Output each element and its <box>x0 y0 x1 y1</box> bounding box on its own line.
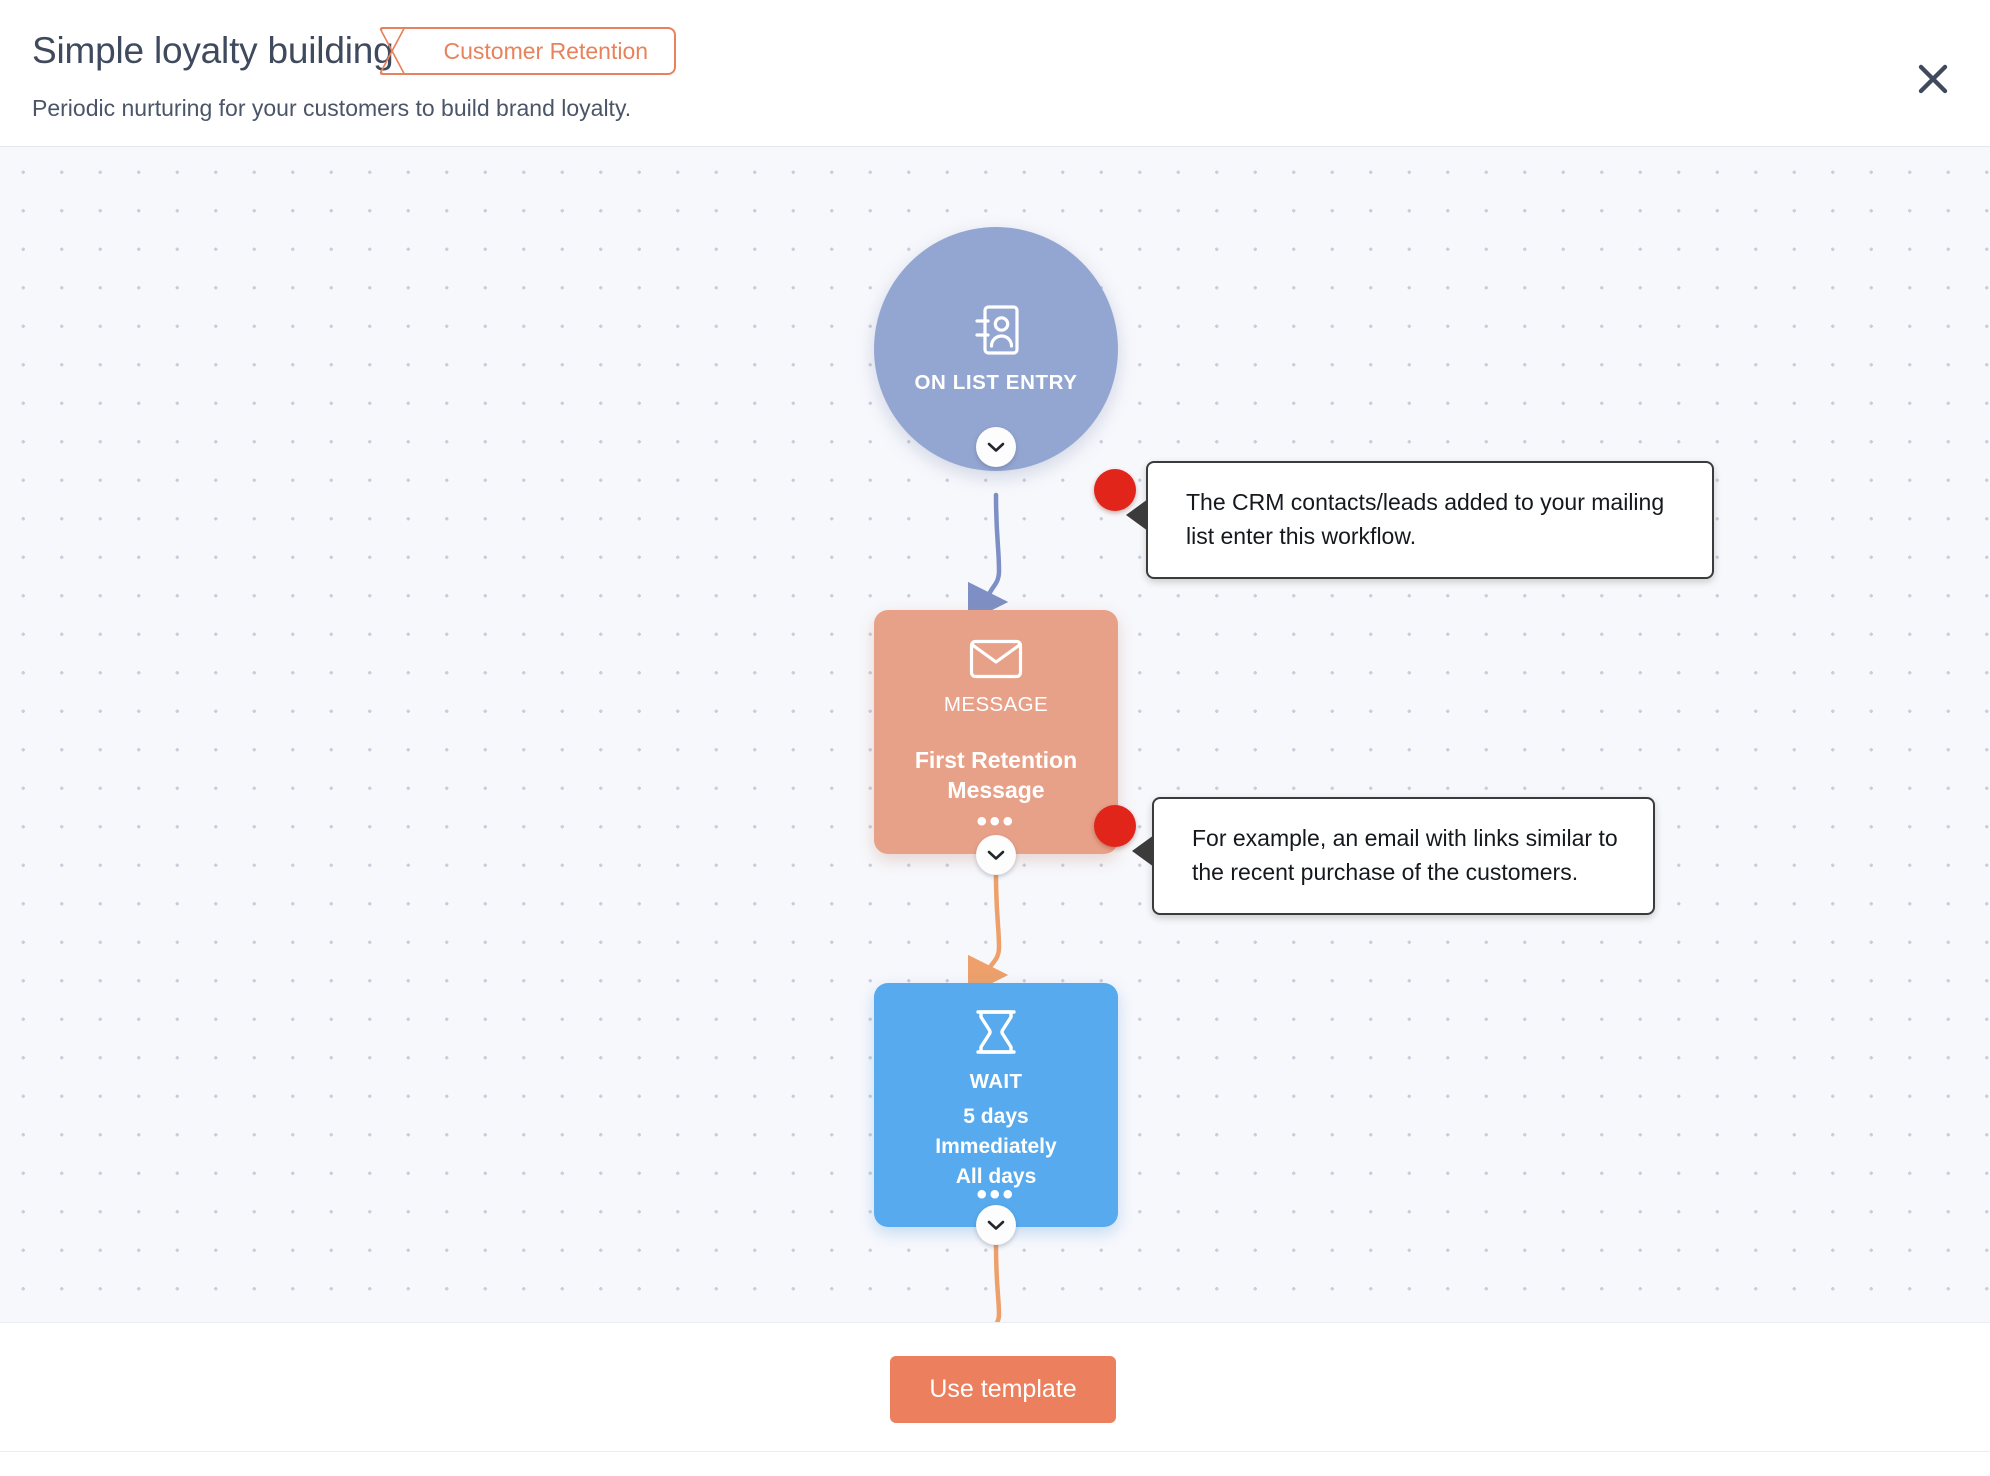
callout-message: For example, an email with links similar… <box>1132 797 1655 915</box>
modal-footer: Use template <box>0 1322 1990 1476</box>
chevron-down-icon <box>987 849 1005 861</box>
connector-trigger-message <box>967 492 1009 623</box>
page-title: Simple loyalty building <box>32 30 394 71</box>
close-icon <box>1913 59 1953 99</box>
callout-text: For example, an email with links similar… <box>1192 825 1618 885</box>
expand-handle-message[interactable] <box>976 835 1016 875</box>
hot-dot-message[interactable] <box>1094 805 1136 847</box>
expand-handle-trigger[interactable] <box>976 427 1016 467</box>
expand-handle-wait[interactable] <box>976 1205 1016 1245</box>
node-detail-duration: 5 days <box>963 1105 1029 1128</box>
title-row: Simple loyalty building Customer Retenti… <box>32 27 677 75</box>
use-template-button[interactable]: Use template <box>890 1356 1116 1423</box>
node-detail-timing: Immediately <box>935 1135 1057 1158</box>
node-more-button[interactable]: ••• <box>976 805 1016 838</box>
page-subtitle: Periodic nurturing for your customers to… <box>32 95 632 121</box>
callout-text: The CRM contacts/leads added to your mai… <box>1186 489 1665 549</box>
node-detail-days: All days <box>955 1165 1037 1188</box>
node-kind-label: MESSAGE <box>943 693 1049 716</box>
callout-trigger: The CRM contacts/leads added to your mai… <box>1126 461 1714 579</box>
node-wait[interactable]: WAIT 5 days Immediately All days ••• <box>874 983 1118 1227</box>
connector-wait-next <box>993 1242 1002 1322</box>
hourglass-icon <box>974 1008 1018 1061</box>
category-badge: Customer Retention <box>409 27 677 75</box>
workflow-canvas[interactable]: ON LIST ENTRY MESSAGE <box>0 147 1990 1322</box>
node-name-label: First Retention Message <box>914 747 1078 803</box>
envelope-icon <box>969 639 1023 684</box>
node-message[interactable]: MESSAGE First Retention Message ••• <box>874 610 1118 854</box>
node-wait-details: 5 days Immediately All days <box>935 1102 1056 1192</box>
chevron-down-icon <box>987 441 1005 453</box>
node-more-button[interactable]: ••• <box>976 1178 1016 1211</box>
footer-divider <box>0 1451 1990 1452</box>
category-badge-label: Customer Retention <box>443 37 649 64</box>
connector-message-wait <box>967 872 1009 996</box>
close-button[interactable] <box>1906 52 1960 106</box>
connector-paths <box>967 492 1009 1322</box>
flow-layer: ON LIST ENTRY MESSAGE <box>0 147 1990 1322</box>
node-kind-label: WAIT <box>969 1070 1023 1093</box>
modal-header: Simple loyalty building Customer Retenti… <box>0 0 1990 147</box>
node-kind-label: ON LIST ENTRY <box>914 370 1078 394</box>
contact-card-icon <box>972 304 1020 361</box>
chevron-down-icon <box>987 1219 1005 1231</box>
